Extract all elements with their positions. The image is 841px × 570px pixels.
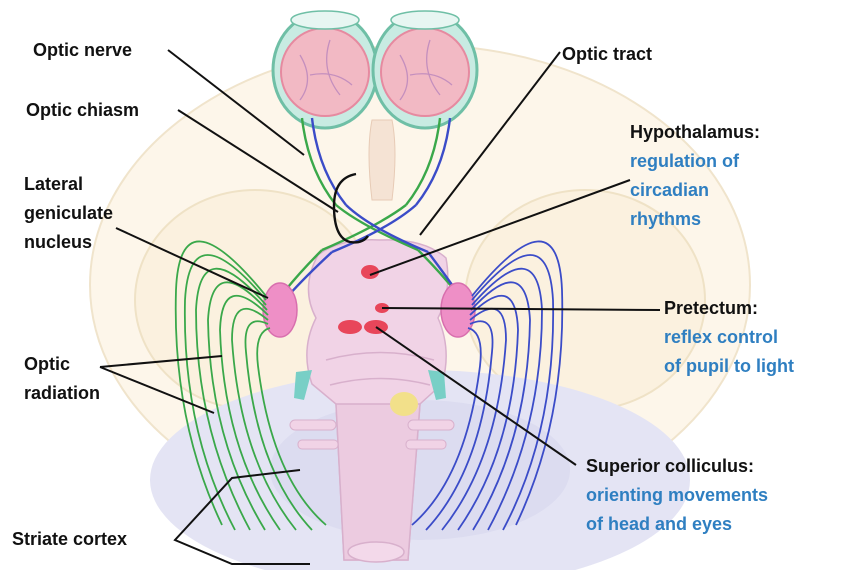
right-eye <box>373 11 477 128</box>
olfactory-tract <box>369 120 395 200</box>
medulla <box>336 404 420 560</box>
label-lgn: Lateral geniculate nucleus <box>24 170 113 257</box>
label-optic-radiation: Optic radiation <box>24 350 100 408</box>
label-hypothalamus-function: circadian <box>630 176 760 205</box>
label-superior-colliculus-function: of head and eyes <box>586 510 768 539</box>
label-superior-colliculus: Superior colliculus: orienting movements… <box>586 452 768 539</box>
cranial-nerve-right <box>406 440 446 449</box>
label-lgn-line: Lateral <box>24 170 113 199</box>
label-optic-chiasm: Optic chiasm <box>26 96 139 125</box>
label-optic-nerve: Optic nerve <box>33 36 132 65</box>
label-superior-colliculus-function: orienting movements <box>586 481 768 510</box>
label-pretectum-function: of pupil to light <box>664 352 794 381</box>
medulla-tip <box>348 542 404 562</box>
label-hypothalamus: Hypothalamus: regulation of circadian rh… <box>630 118 760 234</box>
cranial-nerve-left <box>298 440 338 449</box>
label-striate-cortex: Striate cortex <box>12 525 127 554</box>
left-eye <box>273 11 377 128</box>
label-superior-colliculus-title: Superior colliculus: <box>586 452 768 481</box>
label-striate-cortex-text: Striate cortex <box>12 525 127 554</box>
label-hypothalamus-function: regulation of <box>630 147 760 176</box>
cranial-nerve-right <box>408 420 454 430</box>
label-pretectum-title: Pretectum: <box>664 294 794 323</box>
label-optic-radiation-line: Optic <box>24 350 100 379</box>
label-optic-tract: Optic tract <box>562 40 652 69</box>
label-lgn-line: nucleus <box>24 228 113 257</box>
yellow-structure <box>390 392 418 416</box>
label-hypothalamus-title: Hypothalamus: <box>630 118 760 147</box>
label-pretectum-function: reflex control <box>664 323 794 352</box>
label-pretectum: Pretectum: reflex control of pupil to li… <box>664 294 794 381</box>
label-optic-radiation-line: radiation <box>24 379 100 408</box>
label-lgn-line: geniculate <box>24 199 113 228</box>
cranial-nerve-left <box>290 420 336 430</box>
label-optic-nerve-text: Optic nerve <box>33 36 132 65</box>
label-optic-tract-text: Optic tract <box>562 40 652 69</box>
superior-colliculus-left <box>338 320 362 334</box>
label-optic-chiasm-text: Optic chiasm <box>26 96 139 125</box>
label-hypothalamus-function: rhythms <box>630 205 760 234</box>
